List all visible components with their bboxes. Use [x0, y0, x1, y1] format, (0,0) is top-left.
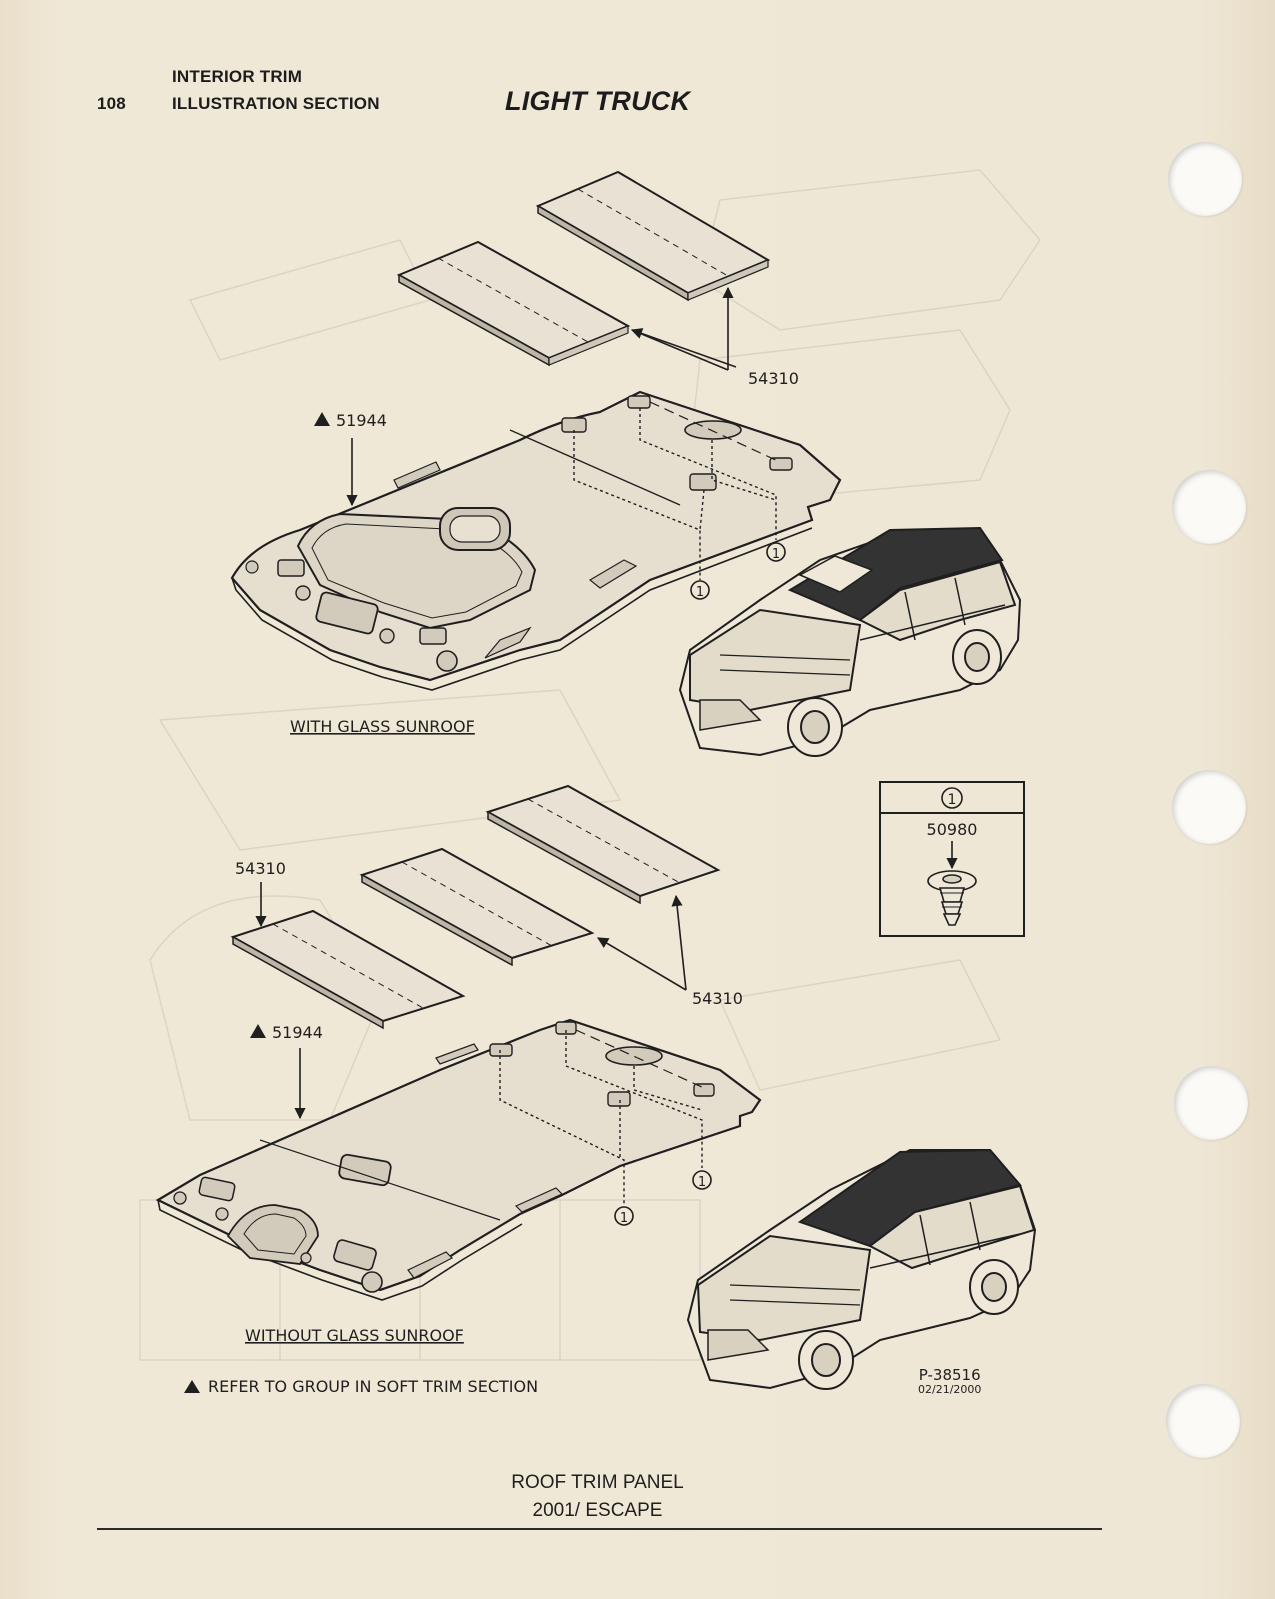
- binder-hole-5: [1166, 1384, 1240, 1458]
- binder-hole-4: [1174, 1066, 1248, 1140]
- upper-headliner-part-number: 51944: [336, 411, 387, 430]
- footnote: REFER TO GROUP IN SOFT TRIM SECTION: [184, 1377, 538, 1396]
- footer-title: ROOF TRIM PANEL: [511, 1472, 684, 1493]
- upper-clip-callout-b: [766, 542, 786, 562]
- footer-rule: [97, 1528, 1102, 1530]
- footnote-text: REFER TO GROUP IN SOFT TRIM SECTION: [208, 1377, 539, 1396]
- legend-callout-num: 1: [948, 792, 957, 808]
- upper-headliner-sunroof: [230, 390, 842, 691]
- binder-hole-2: [1172, 470, 1246, 544]
- upper-clip-callout-a: [690, 580, 710, 600]
- binder-hole-1: [1168, 142, 1242, 216]
- upper-headliner-triangle-icon: [314, 412, 330, 426]
- clip-legend-box: 1 50980: [879, 781, 1025, 937]
- lower-trim-panel-front: [230, 909, 466, 1030]
- illustration-id: P-38516 02/21/2000: [918, 1366, 981, 1396]
- lower-panel-right-leader: [597, 894, 687, 991]
- lower-panel-right-part-number: 54310: [692, 989, 743, 1008]
- illustration-date: 02/21/2000: [918, 1383, 982, 1396]
- upper-panel-leader: [630, 286, 737, 371]
- binder-hole-3: [1172, 770, 1246, 844]
- illustration-number: P-38516: [918, 1366, 981, 1384]
- lower-trim-panel-rear: [485, 784, 721, 905]
- lower-clip-callout-a-num: 1: [620, 1211, 628, 1226]
- lower-clip-leaders: [499, 1030, 703, 1206]
- lower-headliner-part-number: 51944: [272, 1023, 323, 1042]
- lower-trim-panel-middle: [359, 847, 595, 967]
- lower-headliner-no-sunroof: [155, 1018, 762, 1301]
- upper-trim-panel-rear: [535, 170, 771, 302]
- upper-trim-panel-front: [396, 240, 631, 367]
- upper-clip-leaders: [573, 408, 777, 580]
- with-sunroof-caption: WITH GLASS SUNROOF: [290, 717, 475, 736]
- upper-clip-callout-a-num: 1: [696, 585, 704, 600]
- section-title-line-1: INTERIOR TRIM: [172, 67, 303, 86]
- footer-subtitle: 2001/ ESCAPE: [532, 1500, 663, 1521]
- without-sunroof-caption: WITHOUT GLASS SUNROOF: [245, 1326, 464, 1345]
- document-classification: LIGHT TRUCK: [505, 86, 691, 116]
- lower-panel-left-part-number: 54310: [235, 859, 286, 878]
- suv-with-sunroof-illustration: [678, 526, 1022, 757]
- lower-clip-callout-b: [692, 1170, 712, 1190]
- section-title-line-2: ILLUSTRATION SECTION: [172, 94, 380, 113]
- legend-part-number: 50980: [927, 820, 978, 839]
- suv-without-sunroof-illustration: [686, 1148, 1037, 1390]
- upper-panel-part-number: 54310: [748, 369, 799, 388]
- triangle-icon: [184, 1380, 200, 1393]
- lower-clip-callout-b-num: 1: [698, 1175, 706, 1190]
- lower-clip-callout-a: [614, 1206, 634, 1226]
- push-pin-clip-icon: [927, 870, 977, 926]
- page-number: 108: [97, 94, 126, 113]
- lower-headliner-triangle-icon: [250, 1024, 266, 1038]
- upper-clip-callout-b-num: 1: [772, 547, 780, 562]
